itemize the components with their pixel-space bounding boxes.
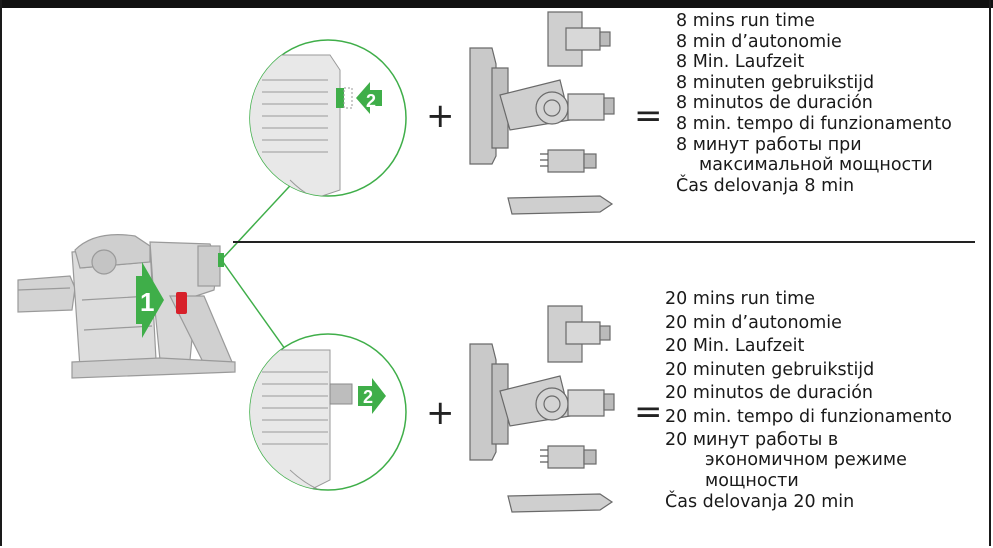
run-time-list-eco: 20 mins run time 20 min d’autonomie 20 M… xyxy=(665,288,952,515)
run-time-line: 8 min d’autonomie xyxy=(676,31,842,52)
run-time-line: максимальной мощности xyxy=(699,155,933,176)
plus-sign-bottom: + xyxy=(426,393,455,433)
run-time-line: Čas delovanja 8 min xyxy=(676,175,855,196)
trigger-icon xyxy=(176,292,187,314)
run-time-line: экономичном режиме xyxy=(705,450,907,471)
tools-set-top xyxy=(469,11,615,215)
run-time-line: 20 min. tempo di funzionamento xyxy=(665,406,952,427)
step-2-badge-bottom: 2 xyxy=(363,387,373,407)
section-divider xyxy=(233,241,975,243)
run-time-line: 8 Min. Laufzeit xyxy=(676,52,805,73)
run-time-line: 8 min. tempo di funzionamento xyxy=(676,113,952,134)
run-time-line: мощности xyxy=(705,470,799,491)
zoom-circle-max-power: 2 xyxy=(249,39,407,197)
vacuum-handheld-icon xyxy=(17,234,236,379)
run-time-list-max: 8 mins run time 8 min d’autonomie 8 Min.… xyxy=(676,11,952,196)
run-time-line: 20 Min. Laufzeit xyxy=(665,336,805,357)
tools-set-bottom xyxy=(469,305,615,513)
equals-sign-top: = xyxy=(634,96,663,136)
run-time-line: 20 min d’autonomie xyxy=(665,312,842,333)
zoom-connector-top xyxy=(222,174,301,259)
run-time-line: Čas delovanja 20 min xyxy=(665,492,855,513)
run-time-line: 20 minutos de duración xyxy=(665,383,874,404)
step-2-badge-top: 2 xyxy=(366,91,376,111)
arrow-right-icon xyxy=(358,378,386,414)
run-time-line: 8 minuten gebruikstijd xyxy=(676,72,875,93)
run-time-line: 20 mins run time xyxy=(665,289,815,309)
equals-sign-bottom: = xyxy=(634,392,663,432)
run-time-line: 8 mins run time xyxy=(676,11,815,31)
run-time-line: 20 минут работы в xyxy=(665,429,839,450)
arrow-left-icon xyxy=(356,82,382,114)
step-1-badge: 1 xyxy=(140,287,154,317)
plus-sign-top: + xyxy=(426,96,455,136)
run-time-line: 8 minutos de duración xyxy=(676,93,873,114)
top-border-bar xyxy=(0,0,993,8)
run-time-line: 8 минут работы при xyxy=(676,134,862,155)
run-time-line: 20 minuten gebruikstijd xyxy=(665,359,875,380)
step-1-arrow-icon xyxy=(136,262,164,338)
zoom-circle-eco-power: 2 xyxy=(249,333,407,491)
